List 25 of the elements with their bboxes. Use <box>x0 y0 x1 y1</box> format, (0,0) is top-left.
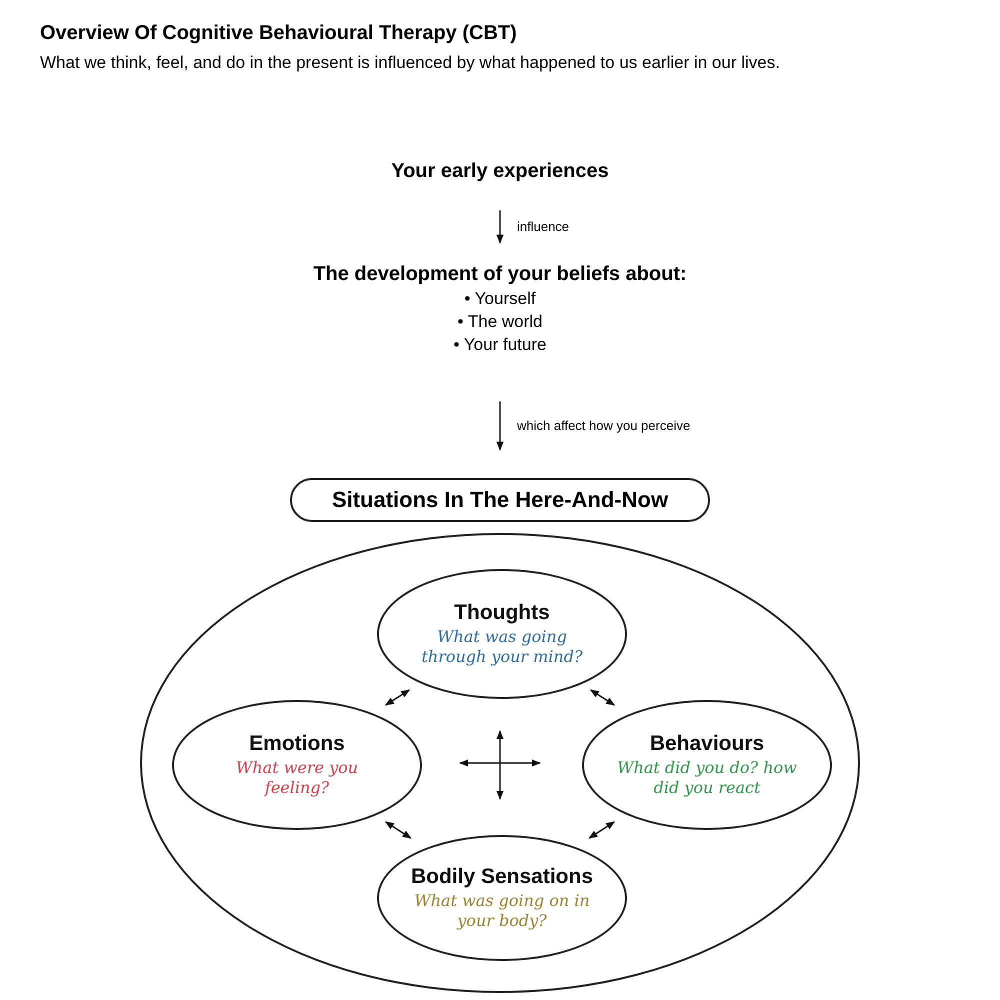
intro-text: What we think, feel, and do in the present is influenced by what happened to us earlier in our lives. <box>40 52 781 74</box>
oval-frame <box>140 533 860 993</box>
title: Overview Of Cognitive Behavioural Therapy (CBT) <box>40 22 517 45</box>
heading-text: The development of your beliefs about: <box>312 263 688 286</box>
situations-heading-box: Situations In The Here-And-Now <box>290 478 710 522</box>
double-arrow <box>590 689 616 706</box>
arrow <box>496 401 504 451</box>
double-arrow <box>588 821 616 839</box>
bullet-item: • Your future <box>452 334 548 356</box>
double-arrow <box>496 730 504 800</box>
behaviours-heading: Behaviours <box>650 733 764 754</box>
bodily-sensations-heading: Bodily Sensations <box>410 866 594 888</box>
double-arrow <box>459 759 541 767</box>
prompt-question: What was going on in your body? <box>413 891 591 930</box>
bullet-item: • Yourself <box>463 288 537 310</box>
emotions-heading: Emotions <box>249 733 345 754</box>
heading-text: Your early experiences <box>390 160 610 183</box>
bullet-item: • The world <box>456 310 544 333</box>
arrow <box>496 210 504 244</box>
thoughts-heading: Thoughts <box>454 602 550 624</box>
prompt-question: What did you do? how did you react <box>616 758 798 797</box>
prompt-question: What were you feeling? <box>234 758 360 797</box>
double-arrow <box>384 821 412 839</box>
double-arrow <box>384 689 410 706</box>
prompt-question: What was going through your mind? <box>420 627 584 666</box>
